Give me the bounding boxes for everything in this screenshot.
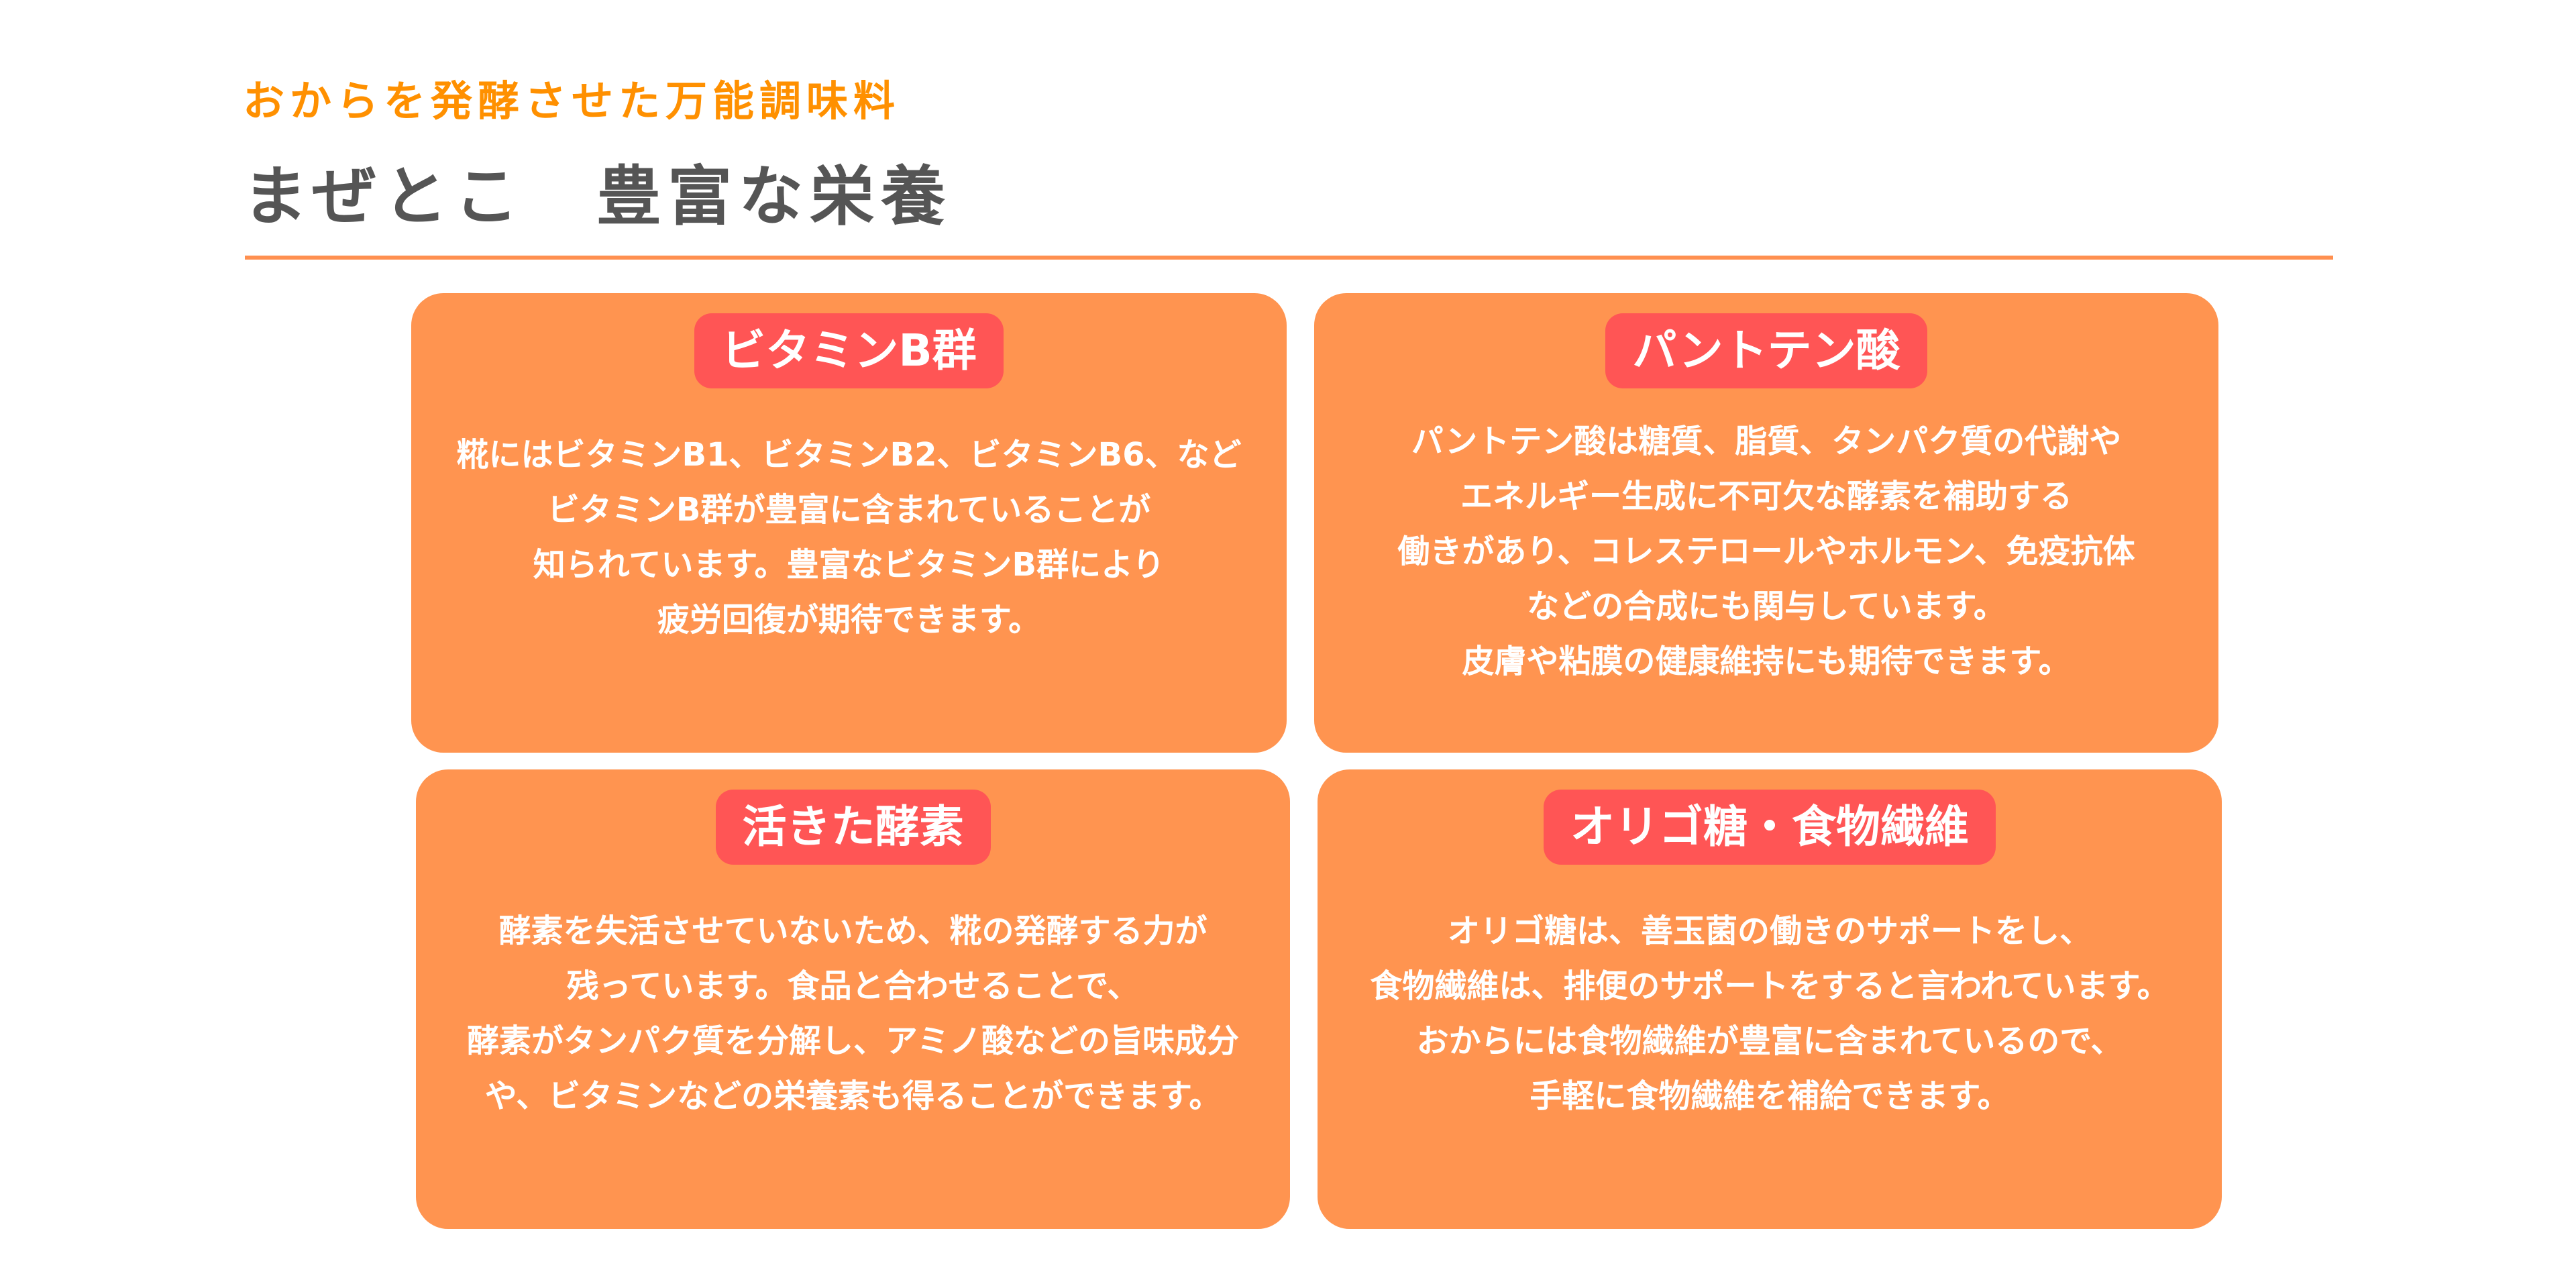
card-line: パントテン酸は糖質、脂質、タンパク質の代謝や [1411, 423, 2122, 460]
card-body: オリゴ糖は、善玉菌の働きのサポートをし、 食物繊維は、排便のサポートをすると言わ… [1318, 904, 2222, 1124]
card-line: 働きがあり、コレステロールやホルモン、免疫抗体 [1397, 533, 2135, 570]
card-title-badge: オリゴ糖・食物繊維 [1544, 790, 1996, 865]
card-body: 糀にはビタミンB1、ビタミンB2、ビタミンB6、など ビタミンB群が豊富に含まれ… [411, 427, 1287, 647]
card-pantothenic-acid: パントテン酸 パントテン酸は糖質、脂質、タンパク質の代謝や エネルギー生成に不可… [1314, 293, 2218, 753]
card-title-badge: パントテン酸 [1605, 313, 1927, 388]
card-line: や、ビタミンなどの栄養素も得ることができます。 [484, 1077, 1222, 1115]
card-line: 酵素がタンパク質を分解し、アミノ酸などの旨味成分 [466, 1022, 1240, 1060]
card-line: エネルギー生成に不可欠な酵素を補助する [1460, 478, 2072, 515]
card-oligosaccharide-fiber: オリゴ糖・食物繊維 オリゴ糖は、善玉菌の働きのサポートをし、 食物繊維は、排便の… [1318, 769, 2222, 1229]
card-line: 手軽に食物繊維を補給できます。 [1529, 1077, 2010, 1115]
card-line: 皮膚や粘膜の健康維持にも期待できます。 [1462, 643, 2071, 680]
card-title-badge: 活きた酵素 [715, 790, 991, 865]
card-title-badge: ビタミンB群 [694, 313, 1004, 388]
card-line: おからには食物繊維が豊富に含まれているので、 [1416, 1022, 2123, 1060]
card-line: オリゴ糖は、善玉菌の働きのサポートをし、 [1447, 912, 2092, 950]
card-line: などの合成にも関与しています。 [1527, 588, 2006, 625]
page-title: まぜとこ 豊富な栄養 [243, 159, 953, 234]
card-line: 残っています。食品と合わせることで、 [566, 967, 1140, 1005]
card-live-enzymes: 活きた酵素 酵素を失活させていないため、糀の発酵する力が 残っています。食品と合… [416, 769, 1290, 1229]
card-line: 糀にはビタミンB1、ビタミンB2、ビタミンB6、など [456, 436, 1242, 474]
divider [245, 256, 2333, 260]
card-vitamin-b: ビタミンB群 糀にはビタミンB1、ビタミンB2、ビタミンB6、など ビタミンB群… [411, 293, 1287, 753]
card-body: 酵素を失活させていないため、糀の発酵する力が 残っています。食品と合わせることで… [416, 904, 1290, 1124]
card-line: 食物繊維は、排便のサポートをすると言われています。 [1370, 967, 2169, 1005]
page-subtitle: おからを発酵させた万能調味料 [243, 76, 901, 125]
card-line: 知られています。豊富なビタミンB群により [533, 546, 1165, 584]
card-body: パントテン酸は糖質、脂質、タンパク質の代謝や エネルギー生成に不可欠な酵素を補助… [1314, 414, 2218, 689]
card-line: ビタミンB群が豊富に含まれていることが [547, 491, 1151, 529]
card-line: 疲労回復が期待できます。 [657, 601, 1041, 639]
card-line: 酵素を失活させていないため、糀の発酵する力が [498, 912, 1208, 950]
